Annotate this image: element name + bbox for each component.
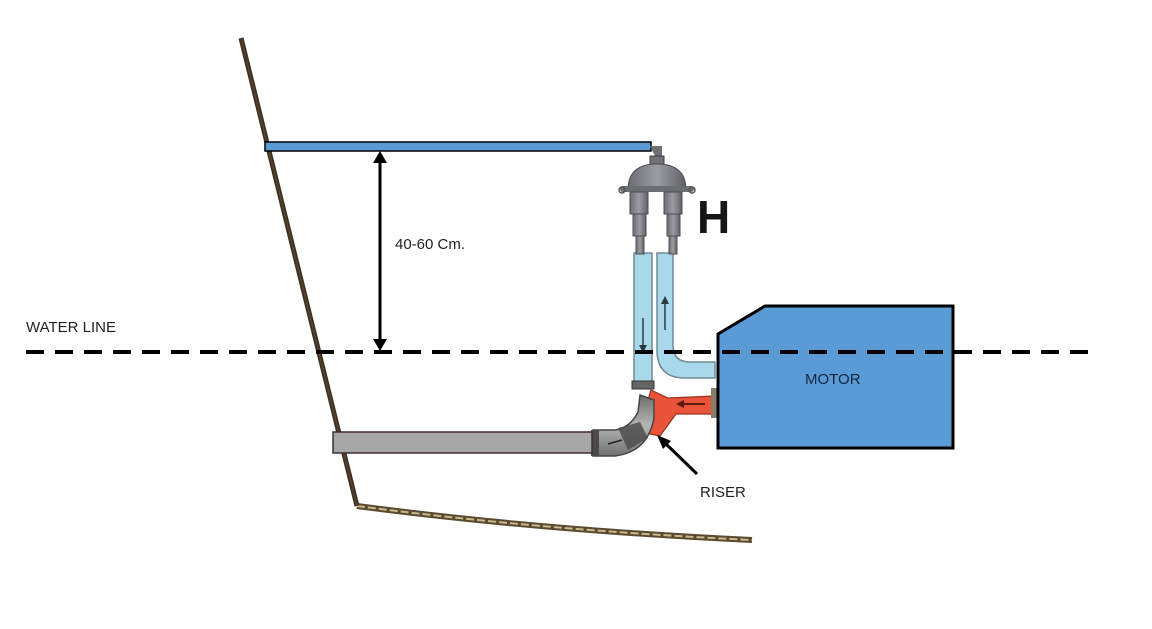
distance-label: 40-60 Cm. bbox=[395, 236, 466, 253]
motor-body bbox=[716, 304, 955, 450]
hull-bottom bbox=[356, 503, 753, 543]
valve-h-label: H bbox=[697, 191, 731, 243]
riser-label: RISER bbox=[700, 484, 746, 501]
anti-siphon-valve bbox=[618, 146, 696, 255]
cooling-hoses bbox=[631, 252, 716, 390]
motor-label: MOTOR bbox=[805, 371, 861, 388]
exhaust-pipe bbox=[332, 431, 593, 454]
riser-pointer-arrow bbox=[662, 440, 699, 476]
deck-plate bbox=[264, 141, 652, 152]
water-line-label: WATER LINE bbox=[26, 319, 117, 336]
exhaust-elbow bbox=[592, 393, 655, 457]
